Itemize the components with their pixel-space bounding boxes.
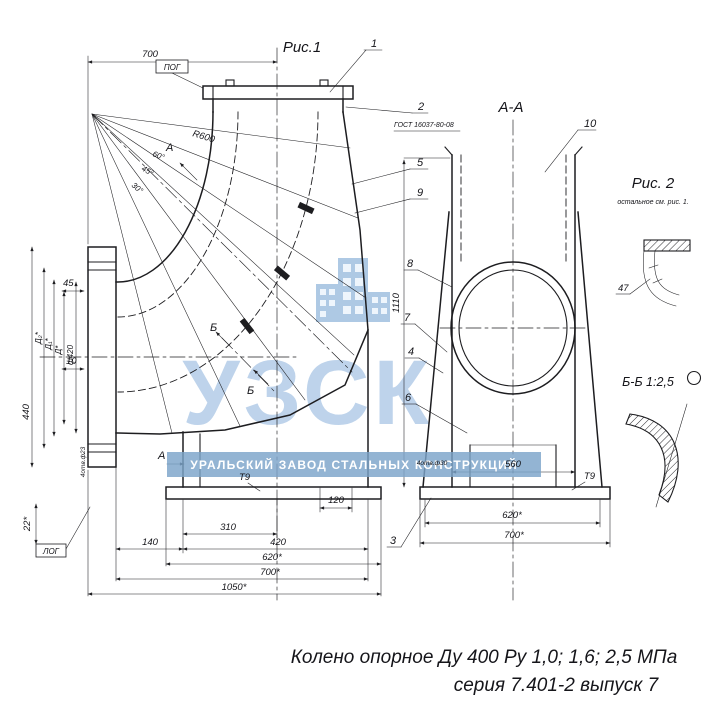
fig1-dim-420: 420: [270, 537, 287, 548]
fig1-weld-flag-bottom: [35, 543, 67, 558]
fig2-title: Рис. 2: [632, 175, 675, 192]
fig1-callout-9: 9: [417, 187, 423, 199]
watermark-banner-text: УРАЛЬСКИЙ ЗАВОД СТАЛЬНЫХ КОНСТРУКЦИЙ: [190, 457, 518, 472]
fig1-elbow-outer-contour: [115, 111, 369, 435]
fig1-dim-120: 120: [328, 495, 345, 506]
fig1-callout-2: 2: [417, 101, 424, 113]
watermark-building-icon: [316, 258, 390, 322]
fig1-section-b-1: Б: [210, 322, 217, 334]
fig1-geometry: [30, 47, 461, 601]
fig1-dia-d: Д*: [54, 345, 63, 356]
caption-line2: серия 7.401-2 выпуск 7: [454, 675, 660, 696]
sectionAA-base-plate: [419, 486, 611, 500]
fig1-dim-310: 310: [220, 522, 237, 533]
fig1-flag-top-label: ПОГ: [164, 63, 181, 72]
sectionAA-title: А-А: [497, 99, 523, 116]
fig1-dim-440: 440: [21, 403, 32, 420]
fig1-seam-plates: [239, 201, 315, 335]
sectionAA-callout-4: 4: [408, 346, 414, 358]
fig1-callout-5: 5: [417, 157, 424, 169]
fig2-geometry: [615, 239, 691, 307]
fig2-weld-plate: [643, 239, 691, 252]
sectionAA-dim-700: 700*: [504, 530, 524, 541]
fig1-top-flange: [202, 85, 354, 100]
sectionBB-wedge: [625, 413, 679, 503]
fig1-section-a-bottom: А: [157, 450, 165, 462]
fig1-callout-1: 1: [371, 38, 377, 50]
fig1-dim-620: 620*: [262, 552, 282, 563]
fig1-gost-note: ГОСТ 16037-80-08: [394, 122, 454, 129]
sectionAA-dim-620: 620*: [502, 510, 522, 521]
sectionAA-callout-7: 7: [404, 312, 411, 324]
fig2-callout-47: 47: [618, 283, 629, 294]
caption-line1: Колено опорное Ду 400 Ру 1,0; 1,6; 2,5 М…: [291, 647, 678, 668]
fig1-base-plate: [165, 486, 382, 500]
drawing-labels: Рис.1 700 ПОГ 1 2 ГОСТ 16037-80-08 5 9 R…: [21, 38, 689, 696]
watermark-banner: УРАЛЬСКИЙ ЗАВОД СТАЛЬНЫХ КОНСТРУКЦИЙ: [167, 452, 541, 477]
sectionBB-title: Б-Б 1:2,5: [622, 375, 674, 389]
sectionBB-geometry: [625, 370, 702, 508]
fig1-section-b-2: Б: [247, 385, 254, 397]
fig2-note: остальное см. рис. 1.: [617, 199, 688, 206]
sectionAA-callout-8: 8: [407, 258, 414, 270]
fig1-dim-700: 700*: [260, 567, 280, 578]
fig1-angle-45: 45°: [140, 164, 156, 178]
fig1-dim-10: 10: [66, 356, 77, 367]
fig1-dim-1050: 1050*: [222, 582, 247, 593]
sectionAA-weld-t9: Т9: [584, 471, 596, 482]
fig1-dim-22: 22*: [22, 517, 33, 533]
fig1-holes-note: 4отв.ф23: [80, 446, 87, 477]
fig1-dimension-lines: [30, 49, 461, 597]
sectionAA-callout-10: 10: [584, 118, 597, 130]
fig1-left-flange: [87, 246, 117, 468]
fig1-section-a-top: А: [165, 142, 173, 154]
sectionAA-holes-note: 4отв.ф30: [417, 460, 448, 467]
fig1-dia-d2: Д₂*: [34, 331, 43, 345]
sectionAA-dim-560: 560: [505, 459, 522, 470]
fig1-weld-t9: Т9: [239, 472, 251, 483]
fig1-segment-fan: [91, 113, 367, 434]
sectionAA-dim-1110: 1110: [391, 292, 402, 312]
sectionAA-geometry: [386, 119, 611, 601]
fig1-title: Рис.1: [283, 39, 321, 56]
fig1-flag-bottom-label: ЛОГ: [42, 547, 60, 556]
sectionBB-weld-symbol-circle: [686, 370, 702, 386]
fig1-dim-45: 45: [63, 278, 74, 289]
fig1-angle-60: 60°: [151, 149, 166, 162]
fig1-dim-140: 140: [142, 537, 159, 548]
fig1-dim-top-700: 700: [142, 49, 159, 60]
sectionAA-callout-3: 3: [390, 535, 397, 547]
fig1-weld-flag-top: [155, 59, 189, 74]
fig1-dia-420: ф420: [66, 344, 75, 365]
watermark-logo-text: УЗСК: [182, 342, 433, 444]
sectionAA-callout-6: 6: [405, 392, 412, 404]
fig1-dia-d1: Д₁*: [44, 337, 53, 350]
